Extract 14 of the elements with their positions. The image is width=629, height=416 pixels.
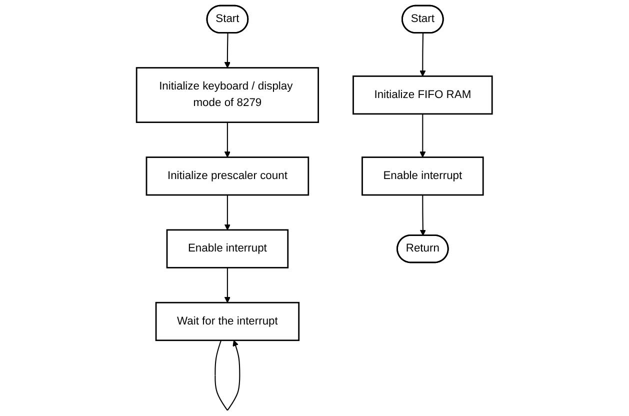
node-box: Initialize prescaler count: [146, 156, 310, 196]
node-box: Initialize keyboard / display mode of 8279: [136, 67, 320, 123]
arrow: [224, 122, 231, 158]
arrow: [224, 194, 231, 230]
arrow: [420, 194, 426, 236]
node-box: Initialize FIFO RAM: [352, 75, 493, 115]
arrow: [224, 33, 231, 68]
node-box: Enable interrupt: [362, 156, 484, 196]
arrow: [224, 268, 231, 303]
node-box: Enable interrupt: [166, 229, 289, 268]
arrow: [420, 114, 426, 158]
arrow: [420, 33, 426, 76]
node-box: Wait for the interrupt: [156, 302, 300, 342]
arrow: [214, 340, 240, 411]
